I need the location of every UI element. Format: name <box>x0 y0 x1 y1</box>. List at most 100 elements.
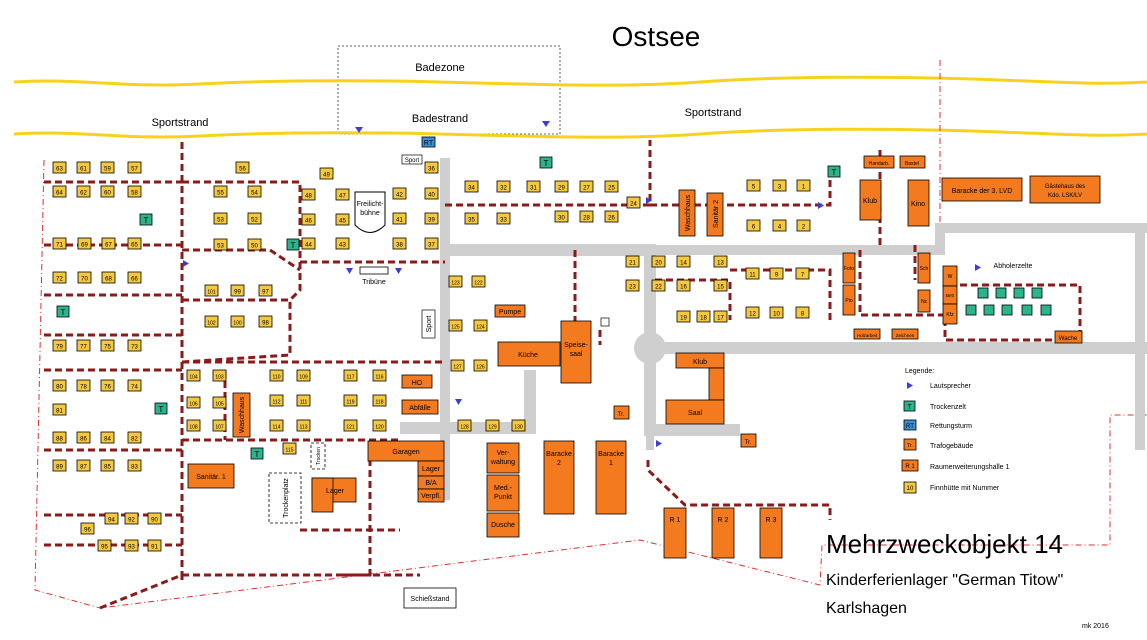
hut-number: 25 <box>608 186 615 192</box>
finnish-hut <box>127 237 142 250</box>
hut-number: 42 <box>396 193 403 199</box>
hut-number: 54 <box>251 191 258 197</box>
finnish-hut <box>424 237 439 250</box>
finnish-hut <box>204 315 219 328</box>
svg-text:bühne: bühne <box>360 210 380 217</box>
finnish-hut <box>343 419 358 432</box>
finnish-hut <box>269 369 284 382</box>
svg-text:Tr.: Tr. <box>745 440 752 446</box>
finnish-hut <box>76 339 91 352</box>
finnish-hut <box>448 275 463 288</box>
drying-place <box>268 472 302 524</box>
hut-number: 30 <box>558 216 565 222</box>
svg-text:Kino: Kino <box>911 201 925 208</box>
svg-text:Garagen: Garagen <box>392 449 419 456</box>
hut-number: 78 <box>80 385 87 391</box>
svg-text:R 1: R 1 <box>905 464 915 470</box>
hut-number: 34 <box>468 186 475 192</box>
hut-number: 33 <box>500 218 507 224</box>
hut-number: 119 <box>347 400 355 406</box>
finnish-hut <box>127 271 142 284</box>
finnish-hut <box>247 185 262 198</box>
svg-text:Handarb.: Handarb. <box>869 161 890 167</box>
svg-text:Saal: Saal <box>688 410 702 417</box>
finnish-hut <box>212 419 227 432</box>
finnish-hut <box>343 369 358 382</box>
finnish-hut <box>52 185 67 198</box>
hut-number: 24 <box>630 202 637 208</box>
finnish-hut <box>424 187 439 200</box>
svg-text:Pumpe: Pumpe <box>499 309 521 316</box>
finnish-hut <box>473 359 488 372</box>
hut-number: 72 <box>56 277 63 283</box>
hut-number: 15 <box>717 285 724 291</box>
finnish-hut <box>343 394 358 407</box>
hut-number: 118 <box>376 400 384 406</box>
svg-text:Tr.: Tr. <box>907 443 913 449</box>
speaker-icon <box>646 197 652 204</box>
drying-shed <box>310 442 326 470</box>
finnish-hut <box>485 419 500 432</box>
finnish-hut <box>247 212 262 225</box>
finnish-hut <box>100 379 115 392</box>
map-title: Mehrzweckobjekt 14 <box>826 529 1063 559</box>
hut-number: 89 <box>56 465 63 471</box>
svg-text:Trafogebäude: Trafogebäude <box>930 443 973 450</box>
finnish-hut <box>424 212 439 225</box>
finnish-hut <box>52 403 67 416</box>
svg-text:Bastel: Bastel <box>905 161 919 167</box>
hut-number: 31 <box>530 186 537 192</box>
finnish-hut <box>213 238 228 251</box>
svg-text:Wache: Wache <box>1059 336 1078 342</box>
pickup-tents <box>965 287 1052 316</box>
hut-number: 45 <box>339 219 346 225</box>
finnish-hut <box>713 310 728 323</box>
sport-field <box>421 309 436 339</box>
hut-number: 64 <box>56 191 63 197</box>
finnish-hut <box>235 161 250 174</box>
hut-number: 5 <box>752 185 756 191</box>
svg-text:RT: RT <box>906 424 914 430</box>
finnish-hut <box>713 279 728 292</box>
finnish-hut <box>392 237 407 250</box>
finnish-hut <box>795 267 810 280</box>
finnish-hut <box>457 419 472 432</box>
speaker-icon <box>455 399 462 405</box>
finnish-hut <box>301 213 316 226</box>
hut-number: 94 <box>108 518 115 524</box>
hut-number: 110 <box>273 375 281 381</box>
hut-number: 18 <box>700 316 707 322</box>
svg-text:Legende:: Legende: <box>905 368 934 375</box>
hut-number: 92 <box>128 518 135 524</box>
finnish-hut <box>676 310 691 323</box>
svg-text:Küche: Küche <box>518 352 538 359</box>
svg-text:R 3: R 3 <box>766 517 777 524</box>
hut-number: 69 <box>81 243 88 249</box>
finnish-hut <box>186 369 201 382</box>
finnish-hut <box>52 379 67 392</box>
finnish-hut <box>52 161 67 174</box>
hut-number: 128 <box>460 425 469 431</box>
hut-number: 106 <box>189 402 198 408</box>
svg-text:Finnhütte mit Nummer: Finnhütte mit Nummer <box>930 485 1000 492</box>
hut-number: 60 <box>104 191 111 197</box>
svg-text:Baracke: Baracke <box>546 451 572 458</box>
hut-number: 97 <box>262 290 269 296</box>
svg-text:Sport: Sport <box>405 158 420 164</box>
hut-number: 99 <box>234 290 241 296</box>
hut-number: 1 <box>802 185 806 191</box>
hut-number: 56 <box>239 167 246 173</box>
hut-number: 39 <box>428 218 435 224</box>
hut-number: 47 <box>339 194 346 200</box>
svg-text:T: T <box>159 405 164 414</box>
finnish-hut <box>676 279 691 292</box>
hut-number: 109 <box>299 375 308 381</box>
svg-text:R 2: R 2 <box>718 517 729 524</box>
hut-number: 13 <box>717 261 724 267</box>
hut-number: 70 <box>81 277 88 283</box>
svg-text:Trockenzelt: Trockenzelt <box>930 404 966 411</box>
map-place: Karlshagen <box>826 600 907 617</box>
svg-text:Speise-: Speise- <box>564 342 588 349</box>
svg-text:T: T <box>255 450 260 459</box>
